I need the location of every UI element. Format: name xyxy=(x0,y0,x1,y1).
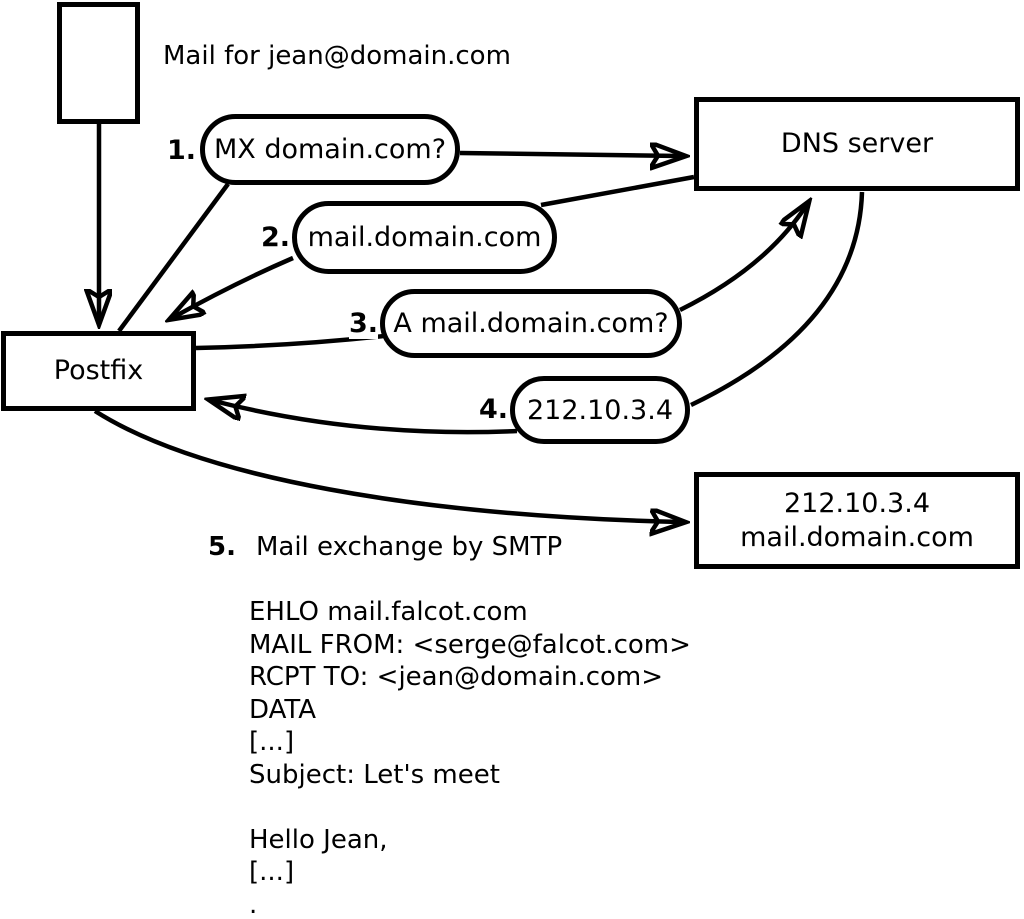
line-postfix-to-mx-query xyxy=(117,182,230,333)
step4-a-answer-pill: 212.10.3.4 xyxy=(510,376,690,444)
dns-server-label: DNS server xyxy=(780,128,934,160)
step5-caption: 5. Mail exchange by SMTP xyxy=(208,533,562,561)
smtp-line-end-dot: . xyxy=(249,889,258,919)
arrow-mx-query-to-dns xyxy=(459,153,680,156)
smtp-line-hello: Hello Jean, xyxy=(249,824,388,855)
arrow-a-answer-to-postfix xyxy=(214,401,518,435)
step2-number: 2. xyxy=(261,222,291,253)
smtp-line-blank xyxy=(249,791,691,824)
step2-mx-answer-label: mail.domain.com xyxy=(307,222,542,253)
smtp-line-rcpt-to: RCPT TO: <jean@domain.com> xyxy=(249,662,664,692)
arrow-smtp-postfix-to-mailserver xyxy=(93,409,680,522)
mail-caption: Mail for jean@domain.com xyxy=(163,41,511,71)
arrow-a-query-to-dns xyxy=(679,206,806,313)
smtp-line-data: DATA xyxy=(249,694,316,725)
step4-number: 4. xyxy=(479,394,509,425)
smtp-session-block: EHLO mail.falcot.com MAIL FROM: <serge@f… xyxy=(249,596,691,919)
step3-a-query-label: A mail.domain.com? xyxy=(393,308,669,339)
line-dns-to-mx-answer xyxy=(540,174,695,208)
postfix-label: Postfix xyxy=(53,355,144,387)
step1-mx-query-label: MX domain.com? xyxy=(213,134,447,165)
smtp-line-ellipsis-1: [...] xyxy=(249,727,295,757)
smtp-line-ellipsis-2: [...] xyxy=(249,857,295,887)
mail-server-node: 212.10.3.4 mail.domain.com xyxy=(694,472,1020,569)
step3-a-query-pill: A mail.domain.com? xyxy=(380,289,682,358)
mail-server-hostname: mail.domain.com xyxy=(740,521,974,553)
step5-label: Mail exchange by SMTP xyxy=(255,532,563,562)
arrow-mx-answer-to-postfix xyxy=(174,255,294,317)
postfix-node: Postfix xyxy=(1,331,196,411)
step4-a-answer-label: 212.10.3.4 xyxy=(527,394,673,426)
smtp-line-subject: Subject: Let's meet xyxy=(249,759,500,790)
step5-number: 5. xyxy=(208,532,236,562)
step2-mx-answer-pill: mail.domain.com xyxy=(292,201,557,274)
line-dns-to-a-answer xyxy=(690,191,865,408)
step3-number: 3. xyxy=(349,308,379,339)
mail-message-node xyxy=(57,2,140,124)
step1-mx-query-pill: MX domain.com? xyxy=(200,114,460,185)
smtp-line-mail-from: MAIL FROM: <serge@falcot.com> xyxy=(249,629,691,660)
smtp-line-ehlo: EHLO mail.falcot.com xyxy=(249,597,528,627)
mail-server-ip: 212.10.3.4 xyxy=(784,487,930,519)
step1-number: 1. xyxy=(167,135,197,166)
dns-server-node: DNS server xyxy=(694,97,1020,191)
